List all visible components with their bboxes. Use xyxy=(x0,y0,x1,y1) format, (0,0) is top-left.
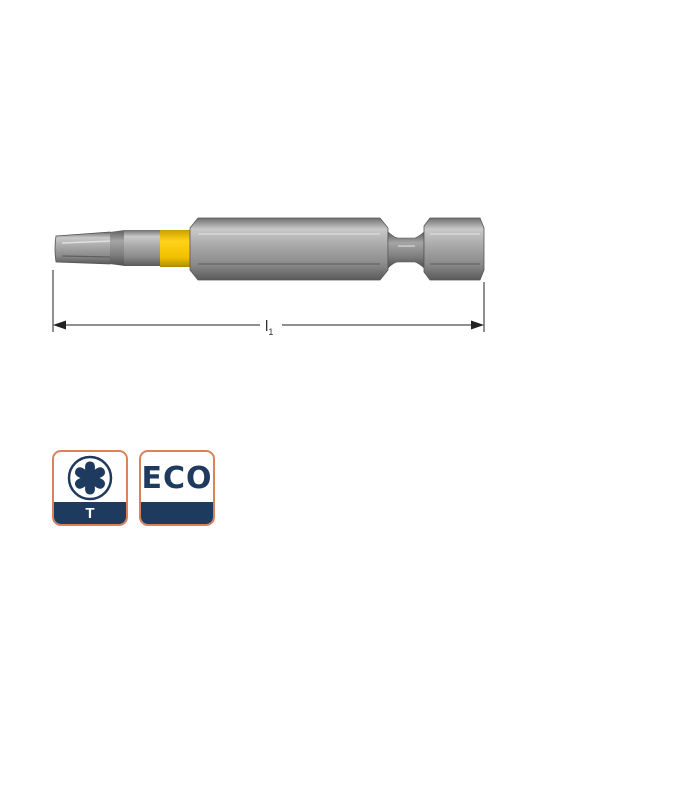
eco-badge: ECO xyxy=(139,450,215,526)
dimension-label: l1 xyxy=(265,318,273,337)
color-band xyxy=(160,230,190,267)
eco-text: ECO xyxy=(141,460,213,496)
hex-body xyxy=(189,217,389,281)
bit-groove xyxy=(387,231,425,269)
badge-label: T xyxy=(54,502,126,524)
dimension-line xyxy=(52,270,485,332)
torx-icon xyxy=(67,455,113,501)
bit-neck xyxy=(124,230,160,266)
bit-tip xyxy=(54,230,125,266)
badge-footer xyxy=(141,502,213,524)
torx-badge: T xyxy=(52,450,128,526)
hex-end xyxy=(423,217,485,281)
